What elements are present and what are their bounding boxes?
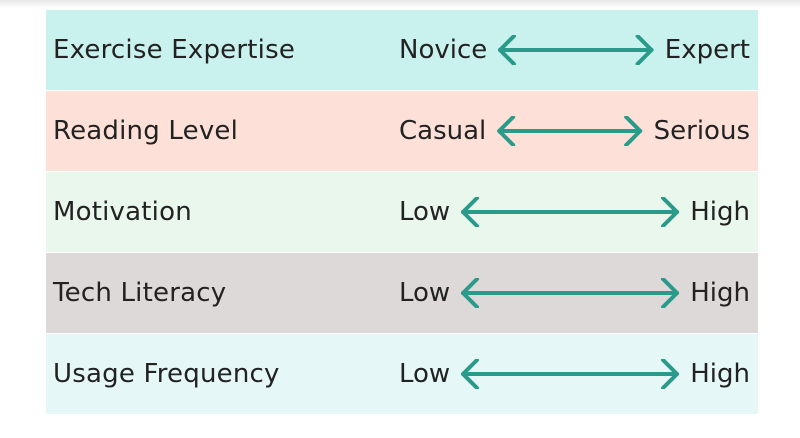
scale: Low High [399,334,750,414]
scale-high-label: Expert [664,35,750,65]
row-label: Motivation [53,197,192,227]
scale-low-label: Low [399,278,451,308]
row-label: Tech Literacy [53,278,227,308]
double-arrow-icon [460,278,680,308]
double-arrow-shape [461,197,680,227]
row-exercise-expertise: Exercise Expertise Novice Expert [46,10,758,90]
scale-low-label: Casual [399,116,487,146]
row-label: Usage Frequency [53,359,280,389]
double-arrow-icon [497,35,655,65]
double-arrow-shape [461,278,680,308]
top-shadow [0,0,800,8]
scale-high-label: High [690,197,750,227]
scale-high-label: High [690,359,750,389]
double-arrow-shape [461,359,680,389]
scale-high-label: Serious [653,116,750,146]
row-reading-level: Reading Level Casual Serious [46,91,758,171]
double-arrow-icon [496,116,643,146]
scale: Casual Serious [399,91,750,171]
persona-attribute-table: Exercise Expertise Novice Expert Reading… [46,10,758,414]
scale: Novice Expert [399,10,750,90]
row-label: Reading Level [53,116,239,146]
double-arrow-icon [460,197,680,227]
double-arrow-shape [497,116,643,146]
scale-low-label: Novice [399,35,488,65]
scale-low-label: Low [399,359,451,389]
row-usage-frequency: Usage Frequency Low High [46,334,758,414]
double-arrow-shape [498,35,654,65]
row-tech-literacy: Tech Literacy Low High [46,253,758,333]
scale: Low High [399,253,750,333]
scale-high-label: High [690,278,750,308]
double-arrow-icon [460,359,680,389]
row-motivation: Motivation Low High [46,172,758,252]
row-label: Exercise Expertise [53,35,296,65]
scale: Low High [399,172,750,252]
scale-low-label: Low [399,197,451,227]
